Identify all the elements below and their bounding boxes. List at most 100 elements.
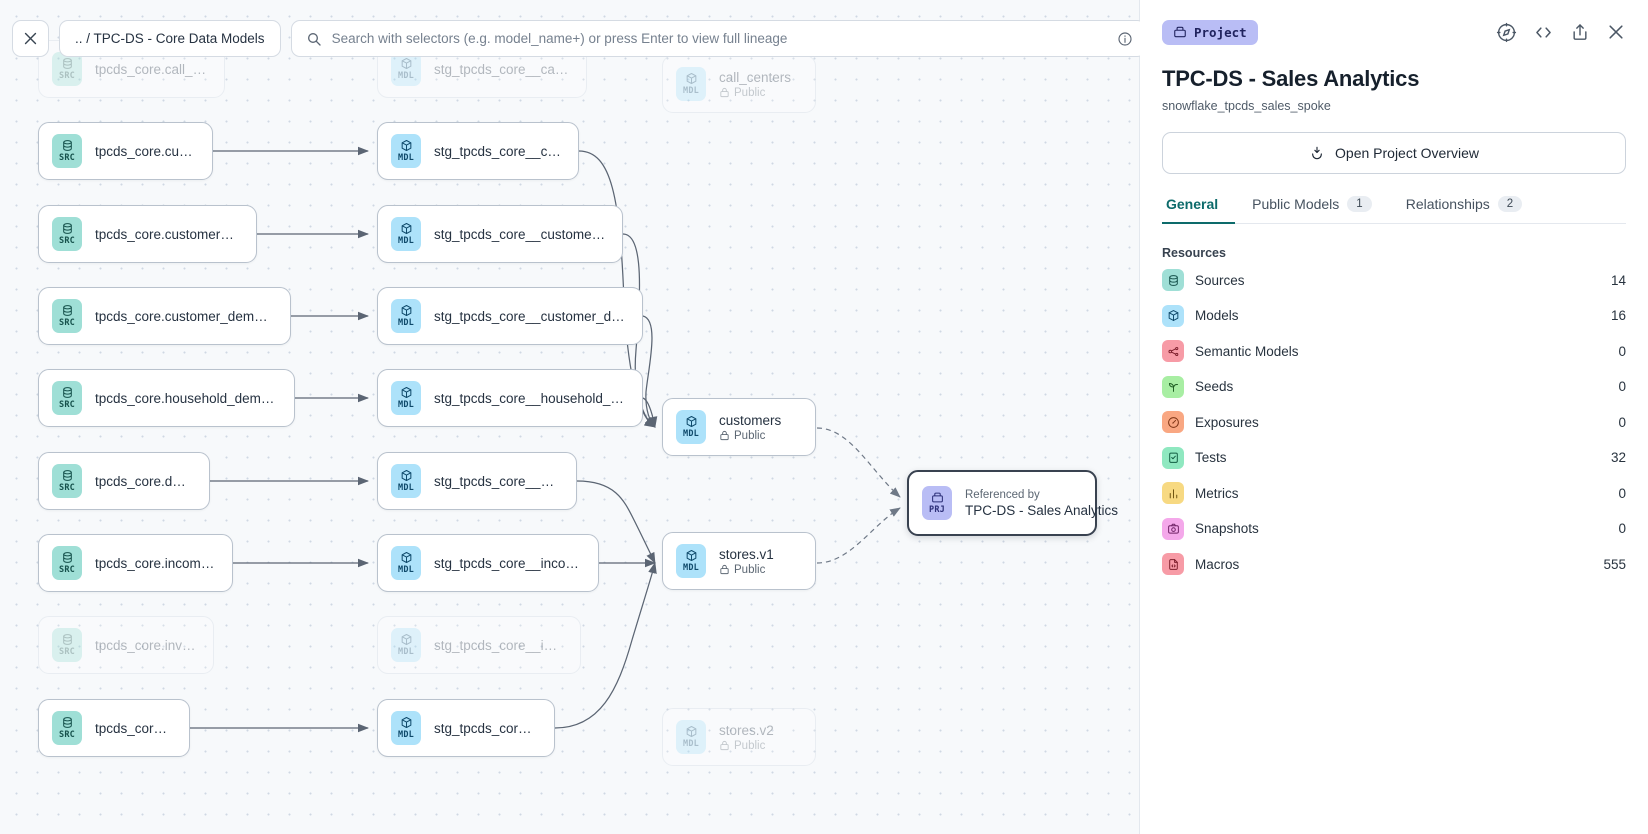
resource-name: Models bbox=[1195, 308, 1239, 324]
node-visibility: Public bbox=[719, 87, 791, 99]
resource-count: 0 bbox=[1618, 521, 1626, 537]
resource-name: Seeds bbox=[1195, 379, 1234, 395]
close-lineage-button[interactable] bbox=[12, 20, 49, 57]
node-type-badge-mdl: MDL bbox=[676, 544, 706, 578]
tab-general[interactable]: General bbox=[1162, 196, 1236, 224]
tab-count: 2 bbox=[1497, 196, 1523, 212]
compass-icon[interactable] bbox=[1496, 22, 1517, 43]
page-title: TPC-DS - Sales Analytics bbox=[1162, 66, 1420, 91]
database-icon bbox=[62, 58, 72, 70]
node-label: stg_tpcds_core__customer bbox=[434, 143, 562, 159]
resource-type-chip-label: Project bbox=[1194, 24, 1247, 40]
lock-icon bbox=[720, 87, 729, 98]
node-type-badge-src: SRC bbox=[52, 52, 82, 86]
node-type-badge-mdl: MDL bbox=[676, 67, 706, 101]
camera-icon bbox=[1167, 524, 1179, 534]
bar-chart-icon bbox=[1162, 482, 1184, 505]
resource-count: 0 bbox=[1618, 485, 1626, 501]
code-icon[interactable] bbox=[1533, 22, 1554, 43]
open-project-overview-button[interactable]: Open Project Overview bbox=[1162, 132, 1626, 174]
database-icon bbox=[62, 634, 72, 646]
file-code-icon bbox=[1168, 558, 1178, 570]
node-type-badge-src: SRC bbox=[52, 381, 82, 415]
node-label: stg_tpcds_core__customer_demogra… bbox=[434, 308, 626, 324]
search-input[interactable] bbox=[331, 31, 1107, 46]
resource-name: Exposures bbox=[1195, 414, 1259, 430]
node-type-badge-mdl: MDL bbox=[391, 217, 421, 251]
node-type-badge-mdl: MDL bbox=[676, 410, 706, 444]
resource-name: Sources bbox=[1195, 272, 1245, 288]
node-label: stg_tpcds_core__date_dim bbox=[434, 473, 560, 489]
open-project-overview-label: Open Project Overview bbox=[1335, 145, 1479, 161]
canvas-toolbar: .. / TPC-DS - Core Data Models bbox=[12, 20, 1140, 57]
node-label: tpcds_core.customer_address bbox=[95, 226, 240, 242]
resource-row-metrics[interactable]: Metrics 0 bbox=[1162, 478, 1626, 509]
resource-count: 14 bbox=[1610, 272, 1626, 288]
lineage-canvas[interactable]: SRCtpcds_core.call_centerSRCtpcds_core.c… bbox=[0, 0, 1140, 834]
project-icon bbox=[1174, 26, 1186, 38]
lineage-node-mdl_date_dim[interactable]: MDL stg_tpcds_core__date_dim bbox=[377, 452, 577, 510]
node-label: stores.v1 bbox=[719, 546, 774, 562]
node-label: tpcds_core.household_demographics bbox=[95, 390, 278, 406]
clipboard-check-icon bbox=[1162, 446, 1184, 469]
share-icon[interactable] bbox=[1570, 22, 1590, 42]
cube-icon bbox=[401, 717, 411, 729]
resource-row-sources[interactable]: Sources 14 bbox=[1162, 265, 1626, 296]
resource-type-chip[interactable]: Project bbox=[1162, 19, 1258, 45]
resource-name: Metrics bbox=[1195, 485, 1239, 501]
resource-row-exposures[interactable]: Exposures 0 bbox=[1162, 407, 1626, 438]
close-icon bbox=[1609, 25, 1623, 39]
lock-icon bbox=[720, 564, 729, 575]
resource-name: Tests bbox=[1195, 450, 1227, 466]
cube-icon bbox=[686, 550, 696, 562]
node-type-badge-prj: PRJ bbox=[922, 486, 952, 520]
lineage-node-src_hh_demo[interactable]: SRC tpcds_core.household_demographics bbox=[38, 369, 295, 427]
node-label: tpcds_core.inventory bbox=[95, 637, 197, 653]
lineage-node-mdl_store[interactable]: MDL stg_tpcds_core__store bbox=[377, 699, 555, 757]
lineage-node-mdl_hh_demo[interactable]: MDLstg_tpcds_core__household_demogr… bbox=[377, 369, 643, 427]
panel-header-actions bbox=[1496, 22, 1626, 43]
node-type-badge-mdl: MDL bbox=[391, 711, 421, 745]
details-panel: Project TPC-DS - Sales Analytics snowfla… bbox=[1140, 0, 1648, 834]
node-type-badge-src: SRC bbox=[52, 134, 82, 168]
database-icon bbox=[1162, 269, 1184, 292]
node-label: stg_tpcds_core__customer_address bbox=[434, 226, 606, 242]
cube-icon bbox=[401, 634, 411, 646]
lineage-node-mdl_cust_addr[interactable]: MDL stg_tpcds_core__customer_address bbox=[377, 205, 623, 263]
project-subtitle: snowflake_tpcds_sales_spoke bbox=[1162, 99, 1331, 113]
close-panel-button[interactable] bbox=[1606, 22, 1626, 42]
resource-count: 0 bbox=[1618, 414, 1626, 430]
breadcrumb[interactable]: .. / TPC-DS - Core Data Models bbox=[59, 20, 281, 57]
node-visibility: Public bbox=[719, 430, 781, 442]
info-icon[interactable] bbox=[1117, 31, 1133, 47]
search-bar[interactable] bbox=[290, 20, 1140, 57]
node-label: stg_tpcds_core__store bbox=[434, 720, 538, 736]
node-type-badge-src: SRC bbox=[52, 546, 82, 580]
lineage-node-mdl_cust_demo[interactable]: MDLstg_tpcds_core__customer_demogra… bbox=[377, 287, 643, 345]
node-type-badge-mdl: MDL bbox=[391, 464, 421, 498]
